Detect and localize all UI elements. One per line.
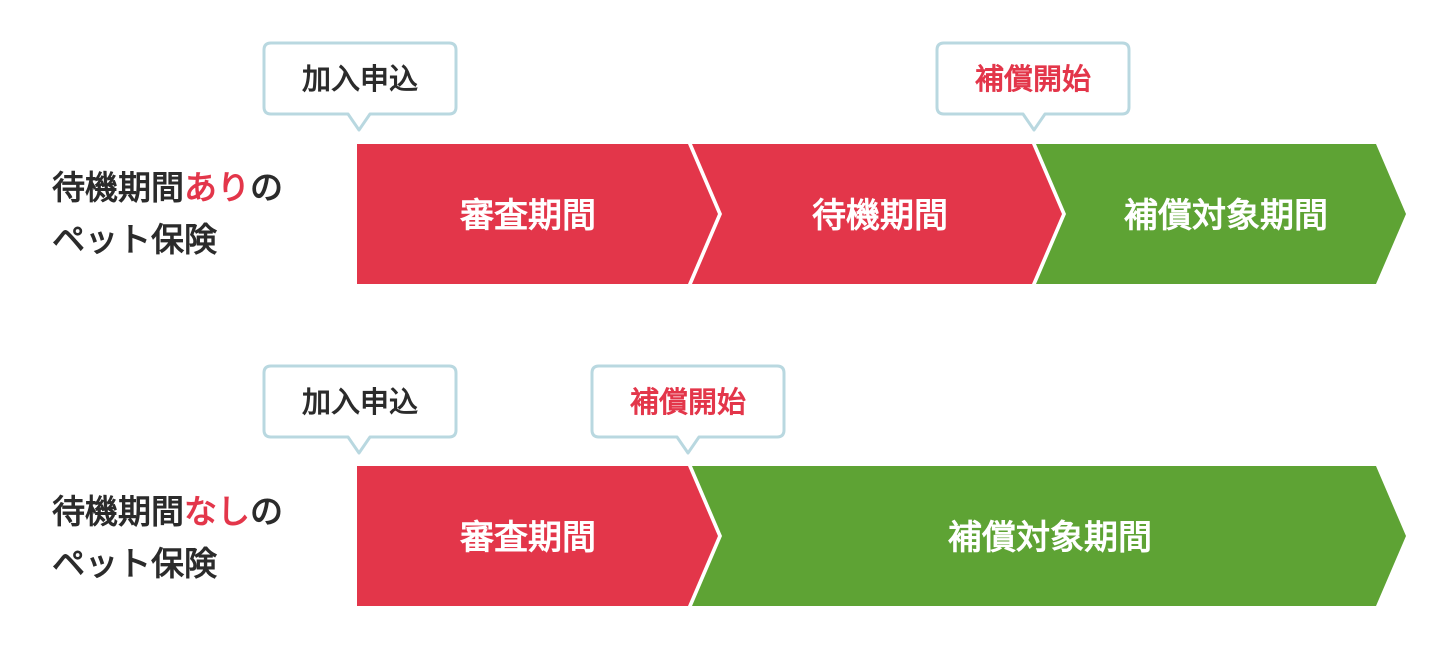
segment-review-period xyxy=(357,144,718,284)
callout-label: 補償開始 xyxy=(629,385,746,419)
segment-label: 審査期間 xyxy=(459,518,596,558)
callout-label: 加入申込 xyxy=(302,385,418,419)
row-label-highlight: なし xyxy=(184,492,250,531)
row-label-text: の xyxy=(250,492,283,531)
segment-coverage-period xyxy=(692,466,1406,606)
segment-coverage-period xyxy=(1036,144,1406,284)
row-label-text: 待機期間 xyxy=(52,492,184,531)
segment-label: 審査期間 xyxy=(459,196,596,236)
row-label-without-waiting-period: 待機期間なしの ペット保険 xyxy=(52,486,352,590)
callout-coverage-start: 補償開始 xyxy=(590,364,786,455)
callout-bubble xyxy=(262,41,458,132)
row-label-line2: ペット保険 xyxy=(52,544,217,583)
callout-bubble xyxy=(262,364,458,455)
callout-application: 加入申込 xyxy=(262,41,458,132)
segment-review-period xyxy=(357,466,718,606)
timeline-row-2: 審査期間 補償対象期間 加入申込 補償開始 xyxy=(262,364,1406,606)
callout-label: 補償開始 xyxy=(974,62,1091,96)
callout-application: 加入申込 xyxy=(262,364,458,455)
row-label-highlight: あり xyxy=(184,168,250,207)
callout-bubble xyxy=(935,41,1131,132)
row-label-text: 待機期間 xyxy=(52,168,184,207)
row-label-line1: 待機期間なしの xyxy=(52,486,352,538)
callout-coverage-start: 補償開始 xyxy=(935,41,1131,132)
callout-label: 加入申込 xyxy=(302,62,418,96)
callout-bubble xyxy=(590,364,786,455)
segment-label: 補償対象期間 xyxy=(1124,196,1328,236)
segment-label: 待機期間 xyxy=(812,196,948,236)
timeline-row-1: 審査期間 待機期間 補償対象期間 加入申込 補償開始 xyxy=(262,41,1406,284)
row-label-with-waiting-period: 待機期間ありの ペット保険 xyxy=(52,162,352,266)
segment-waiting-period xyxy=(692,144,1062,284)
row-label-line2: ペット保険 xyxy=(52,220,217,259)
row-label-text: の xyxy=(250,168,283,207)
segment-label: 補償対象期間 xyxy=(948,518,1152,558)
row-label-line1: 待機期間ありの xyxy=(52,162,352,214)
